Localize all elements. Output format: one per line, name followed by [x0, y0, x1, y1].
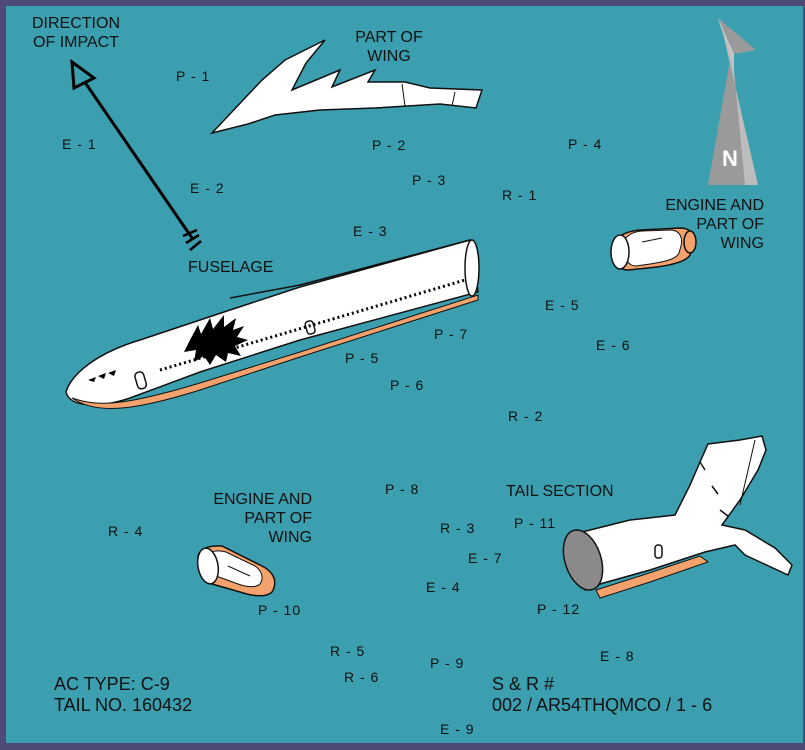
marker-p10: P - 10	[258, 602, 302, 618]
marker-p1: P - 1	[176, 68, 211, 84]
report-title: S & R #	[492, 674, 555, 694]
engine-right-caption: ENGINE AND PART OF WING	[640, 196, 764, 253]
report-number: 002 / AR54THQMCO / 1 - 6	[492, 695, 713, 715]
caption-line: WING	[367, 48, 411, 65]
marker-e1: E - 1	[62, 136, 97, 152]
marker-p4: P - 4	[568, 136, 603, 152]
marker-r4: R - 4	[108, 523, 144, 539]
wing-fragment-top	[209, 39, 484, 135]
north-arrow-icon	[708, 18, 758, 185]
marker-p7: P - 7	[434, 326, 469, 342]
engine-right	[610, 227, 697, 271]
fuselage-caption: FUSELAGE	[188, 259, 274, 276]
caption-line: ENGINE AND	[665, 197, 764, 214]
marker-p9: P - 9	[430, 655, 465, 671]
marker-p2: P - 2	[372, 137, 407, 153]
marker-r3: R - 3	[440, 520, 476, 536]
marker-p11: P - 11	[514, 515, 557, 531]
caption-line: PART OF	[355, 29, 423, 46]
marker-e4: E - 4	[426, 579, 461, 595]
marker-e9: E - 9	[440, 721, 475, 737]
caption-line: WING	[268, 529, 312, 546]
marker-p12: P - 12	[537, 601, 581, 617]
fuselage	[65, 239, 480, 409]
marker-p5: P - 5	[345, 350, 380, 366]
caption-line: WING	[720, 235, 764, 252]
marker-r5: R - 5	[330, 643, 366, 659]
caption-line: PART OF	[696, 216, 764, 233]
caption-line: PART OF	[244, 510, 312, 527]
marker-p8: P - 8	[385, 481, 420, 497]
tail-section	[562, 435, 793, 599]
marker-e6: E - 6	[596, 337, 631, 353]
marker-e2: E - 2	[190, 180, 225, 196]
impact-direction-arrow-icon	[70, 58, 202, 251]
part-of-wing-caption: PART OF WING	[344, 28, 434, 66]
aircraft-type: AC TYPE: C-9	[54, 674, 170, 694]
aircraft-tail-number: TAIL NO. 160432	[54, 695, 193, 715]
aircraft-info: AC TYPE: C-9 TAIL NO. 160432	[54, 674, 192, 716]
report-info: S & R # 002 / AR54THQMCO / 1 - 6	[492, 674, 712, 716]
engine-left	[196, 545, 276, 597]
marker-p3: P - 3	[412, 172, 447, 188]
marker-p6: P - 6	[390, 377, 425, 393]
caption-line: OF IMPACT	[33, 34, 119, 51]
marker-e5: E - 5	[545, 297, 580, 313]
caption-line: ENGINE AND	[213, 491, 312, 508]
direction-of-impact-caption: DIRECTION OF IMPACT	[18, 14, 134, 52]
north-label: N	[722, 146, 738, 171]
marker-r6: R - 6	[344, 669, 380, 685]
marker-e7: E - 7	[468, 550, 503, 566]
marker-e8: E - 8	[600, 648, 635, 664]
marker-e3: E - 3	[353, 223, 388, 239]
engine-left-caption: ENGINE AND PART OF WING	[180, 490, 312, 547]
marker-r2: R - 2	[508, 408, 544, 424]
caption-line: DIRECTION	[32, 15, 120, 32]
marker-r1: R - 1	[502, 187, 538, 203]
tail-section-caption: TAIL SECTION	[506, 483, 614, 500]
